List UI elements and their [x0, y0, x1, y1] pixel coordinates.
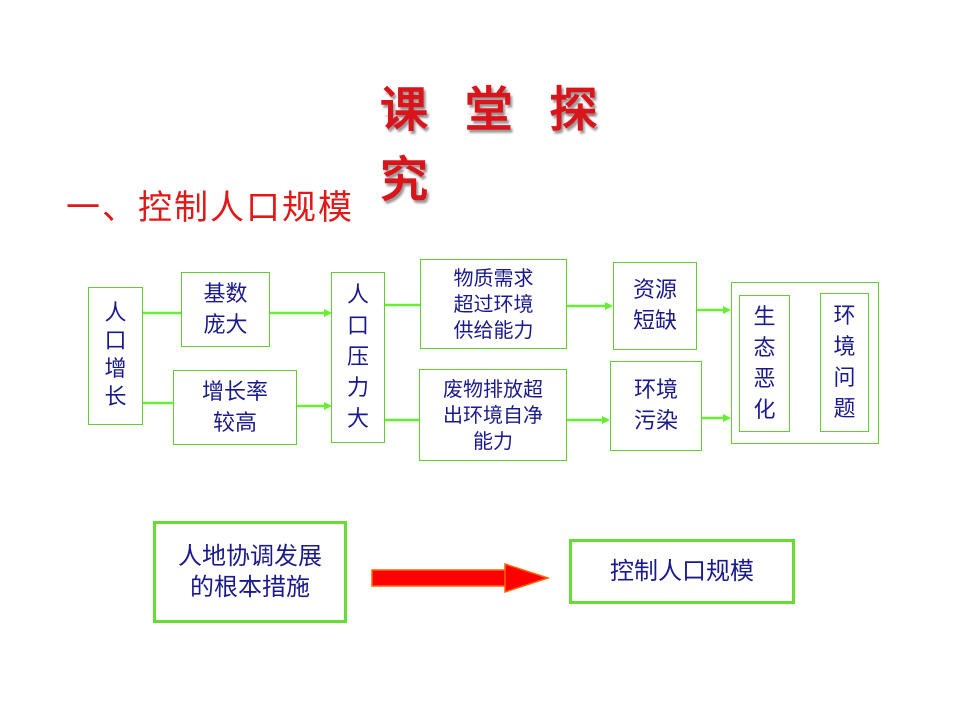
population-growth-box: 人口增长	[88, 287, 143, 425]
root-measure-line-1: 人地协调发展	[178, 542, 322, 570]
control-population-label: 控制人口规模	[610, 557, 754, 585]
red-arrow	[371, 562, 551, 594]
base-large-line-2: 庞大	[203, 312, 248, 338]
growth-rate-line-2: 较高	[212, 410, 257, 436]
base-large-line-1: 基数	[203, 281, 248, 307]
section-heading: 一、控制人口规模	[66, 188, 354, 228]
material-demand-line-2: 超过环境	[453, 292, 534, 316]
root-measure-line-2: 的根本措施	[190, 573, 310, 601]
env-problems-label: 环境问题	[833, 303, 856, 422]
waste-discharge-line-2: 出环境自净	[443, 403, 543, 427]
env-pollution-box: 环境 污染	[610, 361, 702, 451]
eco-deterioration-box: 生态恶化	[739, 295, 790, 432]
material-demand-line-1: 物质需求	[453, 266, 534, 290]
control-population-box: 控制人口规模	[569, 539, 795, 604]
env-pollution-line-2: 污染	[633, 409, 678, 434]
env-problems-box: 环境问题	[820, 293, 869, 432]
resource-shortage-line-1: 资源	[632, 278, 677, 303]
material-demand-box: 物质需求 超过环境 供给能力	[420, 259, 567, 349]
env-pollution-line-1: 环境	[633, 378, 678, 403]
root-measure-box: 人地协调发展 的根本措施	[153, 521, 347, 623]
material-demand-line-3: 供给能力	[453, 318, 534, 342]
eco-deterioration-label: 生态恶化	[753, 304, 776, 423]
waste-discharge-line-3: 能力	[473, 429, 513, 453]
waste-discharge-line-1: 废物排放超	[443, 377, 543, 401]
resource-shortage-box: 资源 短缺	[613, 262, 697, 350]
population-pressure-box: 人口压力大	[331, 272, 385, 443]
resource-shortage-line-2: 短缺	[632, 309, 677, 334]
base-large-box: 基数 庞大	[181, 272, 270, 347]
growth-rate-box: 增长率 较高	[173, 370, 297, 445]
slide-title: 课 堂 探 究	[380, 82, 608, 208]
waste-discharge-box: 废物排放超 出环境自净 能力	[419, 369, 567, 461]
population-growth-label: 人口增长	[104, 301, 127, 410]
growth-rate-line-1: 增长率	[201, 379, 268, 405]
population-pressure-label: 人口压力大	[346, 283, 369, 432]
